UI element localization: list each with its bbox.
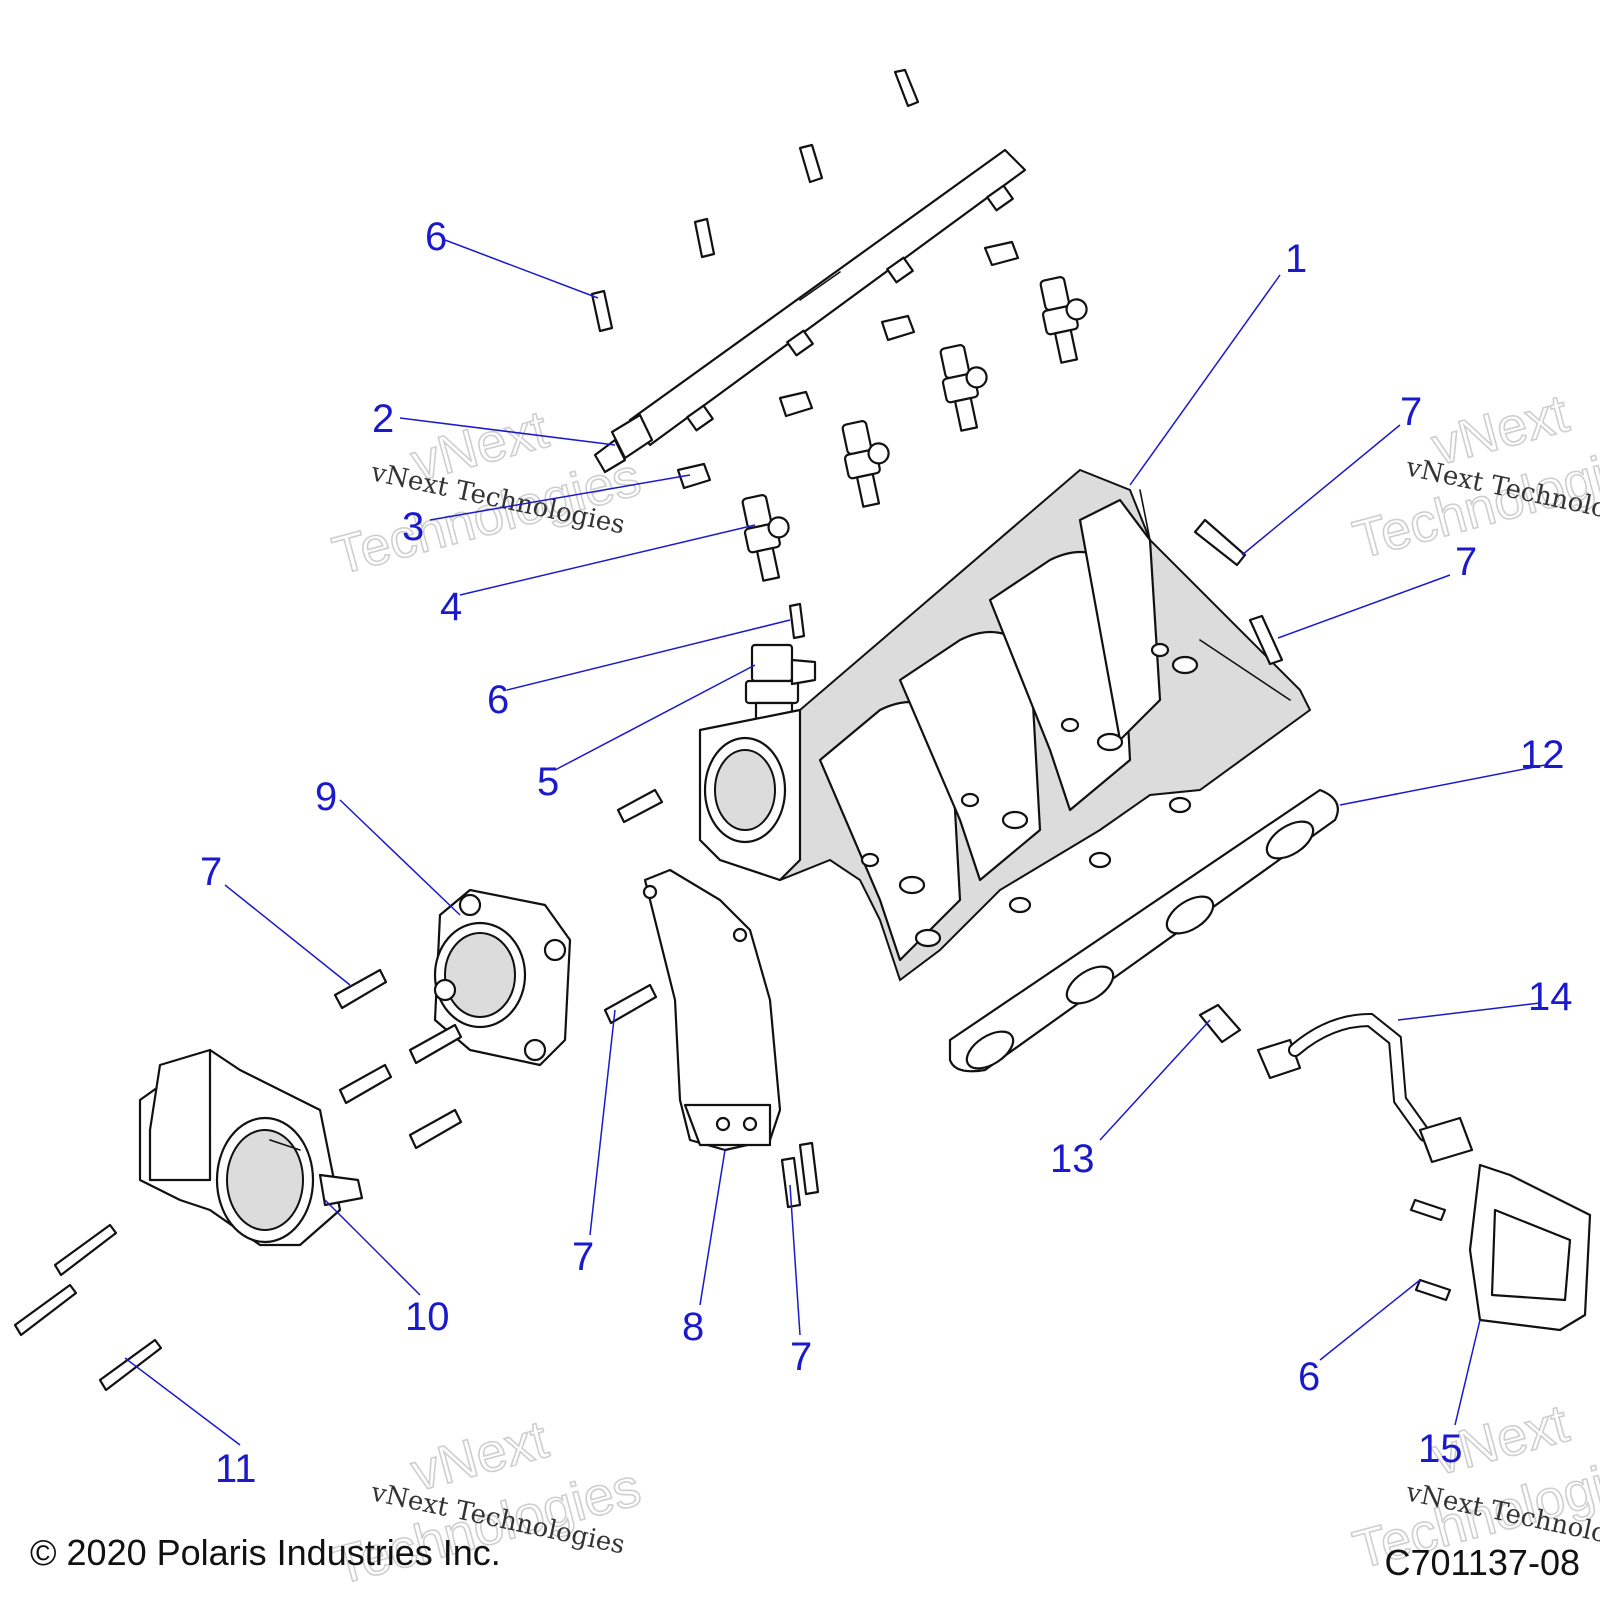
fuel-injectors (741, 276, 1088, 582)
injector-clips (676, 240, 1020, 490)
leader-7c (224, 884, 351, 986)
bracket-bolts (780, 1141, 820, 1209)
leader-11 (124, 1357, 241, 1446)
callout-2: 2 (372, 397, 394, 441)
drawing-number: C701137-08 (1385, 1542, 1581, 1583)
callouts: 1 2 3 4 5 6 6 6 7 7 7 7 7 8 9 10 11 12 1… (200, 215, 1573, 1491)
fuel-rail (593, 148, 1027, 474)
leader-1 (1129, 274, 1281, 486)
callout-7: 7 (790, 1335, 812, 1379)
leader-14 (1397, 1002, 1541, 1021)
callout-12: 12 (1520, 733, 1565, 777)
callout-11: 11 (215, 1447, 257, 1491)
callout-7: 7 (1400, 390, 1422, 434)
leader-4 (459, 524, 756, 596)
leader-15 (1454, 1319, 1481, 1426)
manifold-gasket (948, 788, 1339, 1073)
leader-7e (789, 1184, 801, 1336)
callout-10: 10 (405, 1295, 450, 1339)
callout-14: 14 (1528, 975, 1573, 1019)
vent-hose (1198, 1003, 1474, 1164)
leader-5 (554, 664, 756, 771)
callout-13: 13 (1050, 1137, 1095, 1181)
leader-lines (124, 239, 1546, 1446)
leader-3 (429, 474, 691, 521)
copyright-notice: © 2020 Polaris Industries Inc. (30, 1532, 501, 1573)
adapter-bolts (333, 968, 658, 1150)
throttle-long-bolts (13, 1223, 163, 1392)
throttle-body (138, 1048, 364, 1247)
callout-6: 6 (1298, 1355, 1320, 1399)
leader-6c (1319, 1279, 1421, 1361)
leader-10 (324, 1199, 421, 1296)
callout-6: 6 (425, 215, 447, 259)
support-bracket (642, 868, 782, 1152)
rail-bolts (590, 68, 920, 640)
callout-7: 7 (200, 850, 222, 894)
leader-2 (399, 417, 616, 446)
leader-6b (506, 619, 791, 691)
intake-manifold (698, 468, 1312, 982)
leader-7a (1241, 424, 1401, 556)
leader-9 (339, 799, 461, 916)
callout-1: 1 (1285, 237, 1307, 281)
leader-7b (1277, 574, 1451, 639)
callout-5: 5 (537, 760, 559, 804)
leader-8 (699, 1149, 726, 1306)
callout-3: 3 (402, 505, 424, 549)
leader-13 (1099, 1019, 1211, 1141)
callout-6: 6 (487, 678, 509, 722)
callout-9: 9 (315, 775, 337, 819)
leader-6a (444, 239, 599, 299)
callout-15: 15 (1418, 1427, 1463, 1471)
callout-7: 7 (572, 1235, 594, 1279)
callout-4: 4 (440, 585, 462, 629)
callout-8: 8 (682, 1305, 704, 1349)
manifold-bolts (616, 518, 1284, 824)
callout-7: 7 (1455, 540, 1477, 584)
sensor-cover (1409, 1163, 1592, 1332)
leader-12 (1339, 764, 1546, 806)
throttle-adapter (433, 888, 572, 1067)
leader-7d (589, 1009, 616, 1236)
